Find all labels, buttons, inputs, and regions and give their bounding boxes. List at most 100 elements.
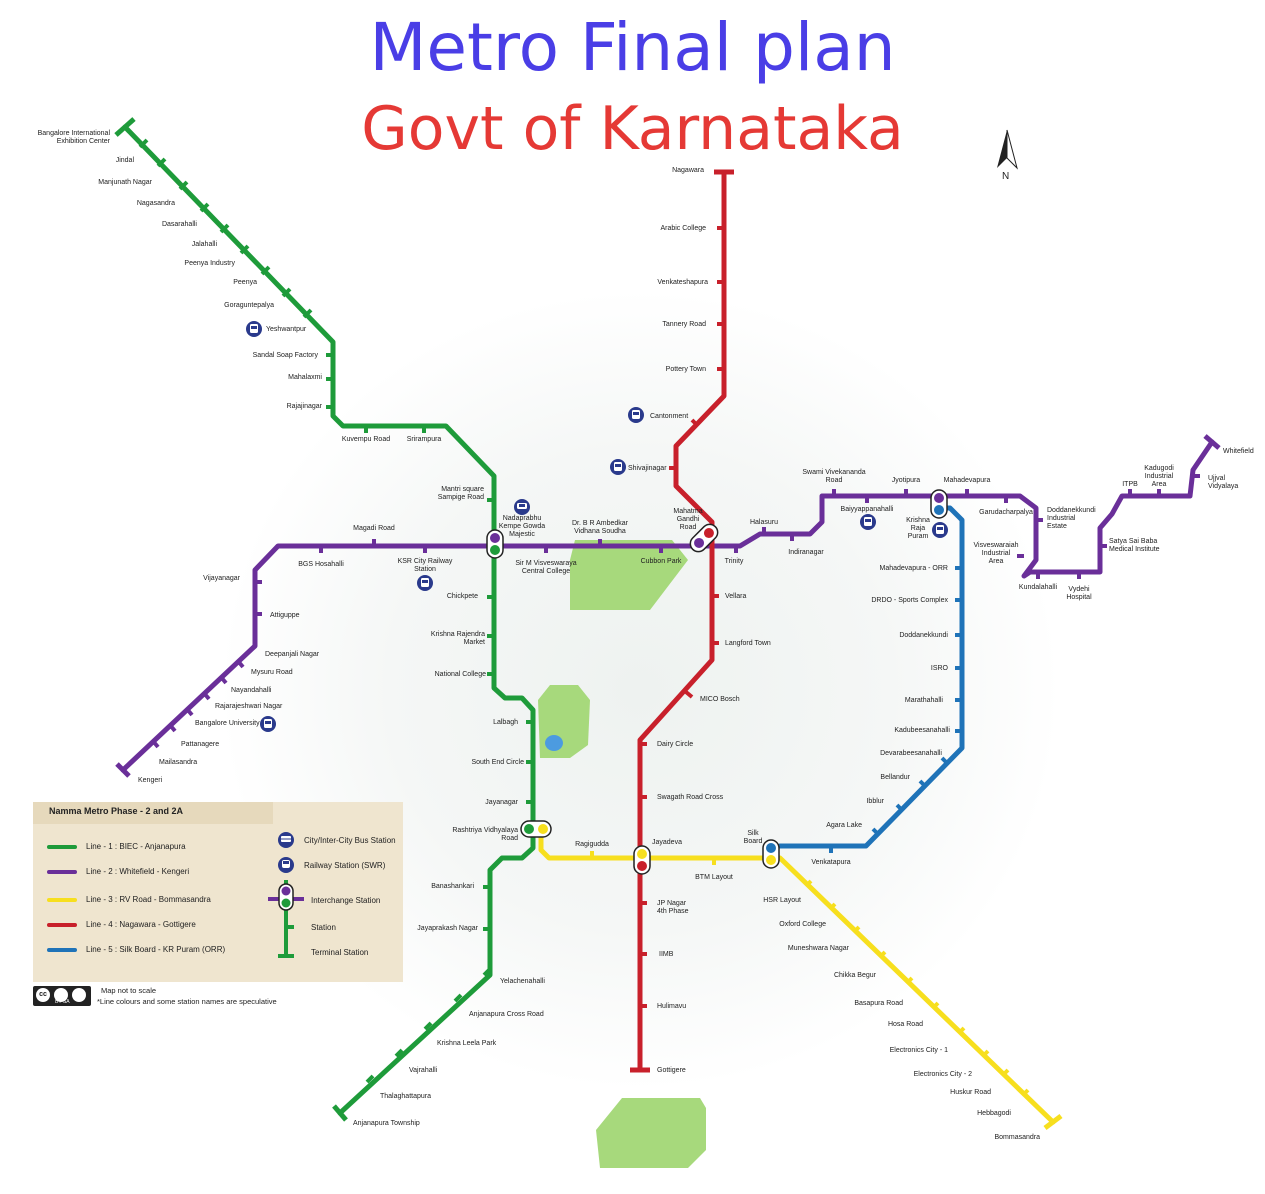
station-tick-chikka-begur [878,950,887,959]
interchange-mg-road [689,523,719,553]
park-south [596,1098,706,1168]
station-label-mahadevapura: Mahadevapura [944,477,991,484]
station-label-muneshwara: Muneshwara Nagar [788,945,850,952]
station-tick-nagasandra [178,180,189,191]
station-label-tannery: Tannery Road [662,321,706,328]
station-label-oxford: Oxford College [779,921,826,928]
station-label-pottery: Pottery Town [666,366,706,373]
station-label-jp-nagar-g: Jayaprakash Nagar [417,925,478,932]
station-label-cubbon: Cubbon Park [641,558,682,565]
bus-station-icon-majestic [514,499,530,515]
station-label-kadubeesanahalli: Kadubeesanahalli [894,727,950,734]
note-scale: Map not to scale [101,986,157,995]
station-tick-krishna-leela [423,1021,433,1031]
station-label-mico: MICO Bosch [700,696,740,703]
station-label-pattanagere: Pattanagere [181,741,219,748]
station-label-baiyyappanahalli: Baiyyappanahalli [841,506,894,513]
station-tick-huskur [1001,1068,1010,1077]
station-label-dairy: Dairy Circle [657,741,693,748]
line-4-nagawara-gottigere [637,169,727,1073]
legend-title: Namma Metro Phase - 2 and 2A [49,806,184,816]
station-tick-peenya-ind [239,244,250,255]
station-label-venkateshapura: Venkateshapura [657,279,708,286]
station-tick-bellandur [918,779,927,788]
station-label-shivajinagar: Shivajinagar [628,465,667,472]
station-tick-dasarahalli [199,202,210,213]
station-tick-bangalore-univ [185,707,194,717]
legend-label-line-4: Line - 4 : Nagawara - Gottigere [86,920,196,929]
station-tick-jindal [138,138,149,149]
legend-swatch-line-4 [47,923,77,927]
station-label-nagasandra: Nagasandra [137,200,175,207]
station-label-agara: Agara Lake [826,822,862,829]
station-label-mahalaxmi: Mahalaxmi [288,374,322,381]
station-label-doddanekkundi: Doddanekkundi [899,632,948,639]
interchange-majestic [486,529,504,559]
station-tick-mysuru [236,659,245,669]
map-background-halo [220,290,1060,1090]
railway-station-icon-cantonment [628,407,644,423]
line-3-rv-road-bommasandra [538,826,1056,1125]
terminal-cap-6 [1043,1114,1063,1130]
north-arrow-icon [997,129,1018,170]
station-tick-mico [684,690,694,699]
station-label-srirampura: Srirampura [407,436,442,443]
station-label-ibblur: Ibblur [866,798,884,805]
station-label-rr-nagar: Rajarajeshwari Nagar [215,703,283,710]
station-label-anjanapura-cross: Anjanapura Cross Road [469,1011,544,1018]
station-label-sandal: Sandal Soap Factory [253,352,319,359]
station-label-jyotipura: Jyotipura [892,477,921,484]
station-label-hosa: Hosa Road [888,1021,923,1028]
station-label-nagawara: Nagawara [672,167,704,174]
station-label-halasuru: Halasuru [750,519,778,526]
station-label-magadi: Magadi Road [353,525,395,532]
railway-station-icon-yeshwantpur [246,321,262,337]
station-label-iimb: IIMB [659,951,674,958]
station-label-mahadevapura-orr: Mahadevapura - ORR [880,565,948,572]
station-label-dasarahalli: Dasarahalli [162,221,197,228]
station-label-anjanapura-township: Anjanapura Township [353,1120,420,1127]
station-label-vellara: Vellara [725,593,747,600]
station-label-lalbagh: Lalbagh [493,719,518,726]
lalbagh-lake [545,735,563,751]
interchange-silk-board [762,839,780,869]
station-label-peenya-ind: Peenya Industry [184,260,235,267]
station-label-kuvempu: Kuvempu Road [342,436,390,443]
terminal-cap-1 [332,1104,348,1122]
station-label-chikka-begur: Chikka Begur [834,972,877,979]
station-label-bangalore-univ: Bangalore University [195,720,260,727]
station-tick-muneshwara [852,925,861,934]
legend-label-line-3: Line - 3 : RV Road - Bommasandra [86,895,211,904]
station-tick-oxford [828,902,837,911]
station-label-nayandahalli: Nayandahalli [231,687,272,694]
station-tick-devarabeesanahalli [940,756,949,765]
legend-label-rail: Railway Station (SWR) [304,861,386,870]
station-label-chickpete: Chickpete [447,593,478,600]
railway-station-icon-kr-puram [932,522,948,538]
station-tick-ibblur [895,803,904,812]
station-label-bommasandra: Bommasandra [994,1134,1040,1141]
station-label-trinity: Trinity [725,558,744,565]
legend-panel [33,802,403,982]
station-label-thalaghattapura: Thalaghattapura [380,1093,431,1100]
by-icon [54,988,68,1002]
legend-swatch-line-2 [47,870,77,874]
station-tick-yeshwantpur [302,308,313,319]
legend-label-bus: City/Inter-City Bus Station [304,836,396,845]
station-label-swagath: Swagath Road Cross [657,794,724,801]
sa-icon [72,988,86,1002]
station-label-hsr: HSR Layout [763,897,801,904]
station-label-yelachenahalli: Yelachenahalli [500,978,545,985]
station-label-goraguntepalya: Goraguntepalya [224,302,274,309]
legend-swatch-line-5 [47,948,77,952]
